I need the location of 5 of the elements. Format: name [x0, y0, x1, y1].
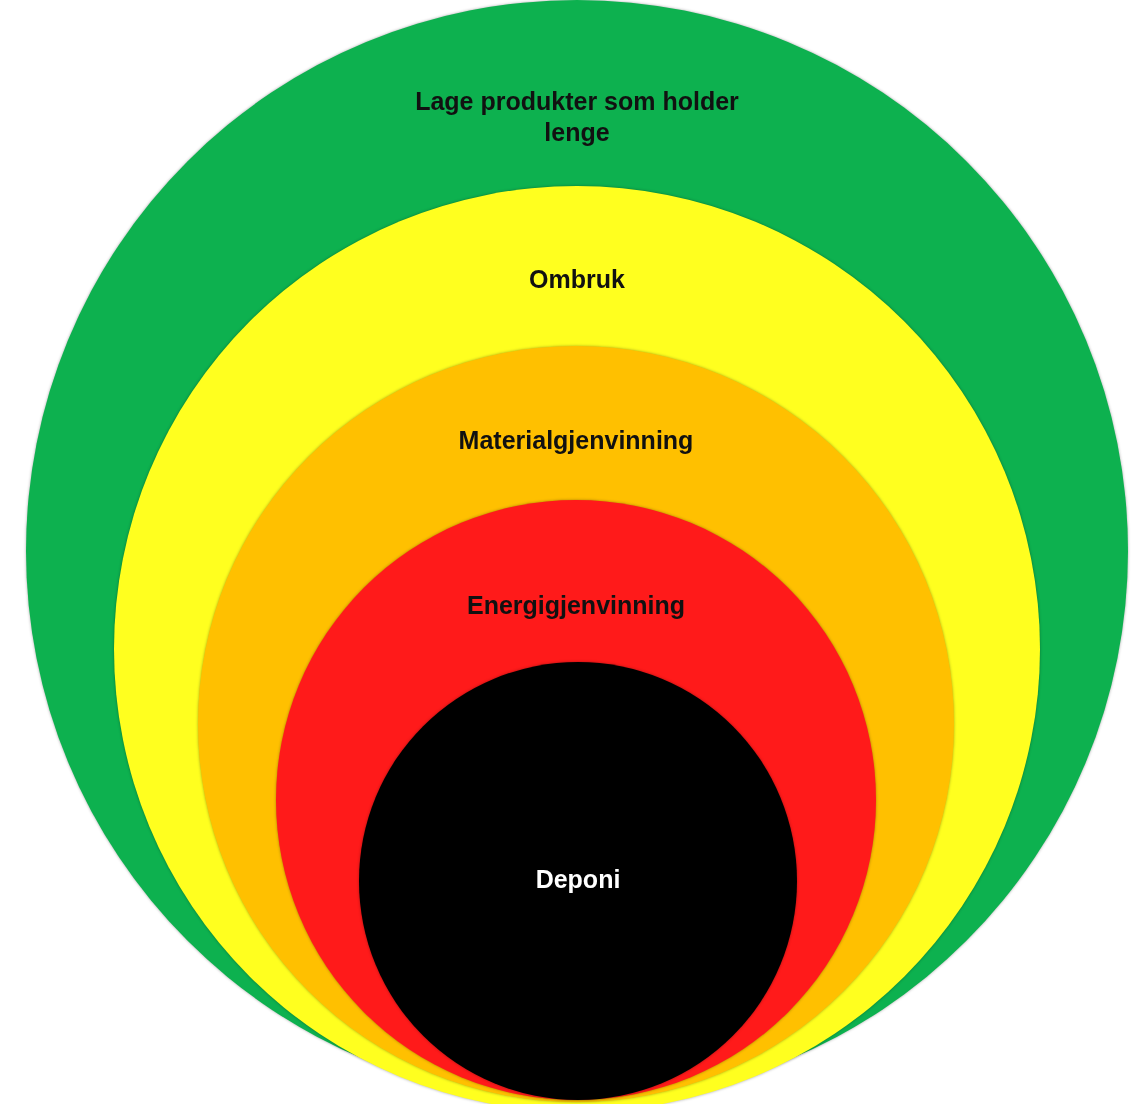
- ring-label: Lage produkter som holder lenge: [414, 86, 740, 148]
- ring-label: Energigjenvinning: [465, 590, 687, 621]
- ring-label: Materialgjenvinning: [457, 425, 695, 456]
- ring-label: Deponi: [534, 864, 622, 895]
- ring-label: Ombruk: [528, 264, 626, 295]
